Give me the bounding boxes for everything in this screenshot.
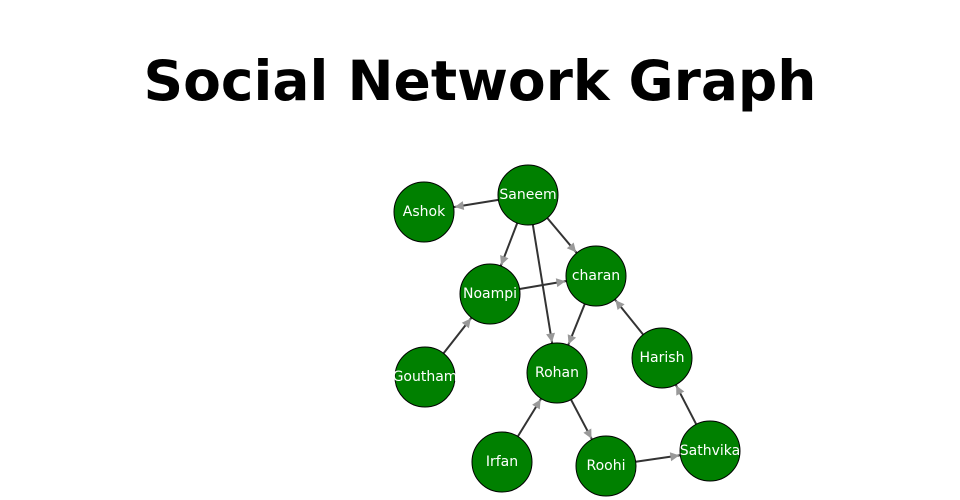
arrowhead-charan-rohan [567, 334, 577, 345]
arrowhead-harish-charan [615, 300, 625, 310]
node-saneem[interactable]: Saneem [497, 164, 559, 226]
node-goutham[interactable]: Goutham [393, 346, 458, 408]
node-circle[interactable] [679, 420, 741, 482]
arrowhead-noampi-charan [555, 278, 566, 288]
node-circle[interactable] [471, 431, 533, 493]
arrowhead-rohan-roohi [583, 428, 592, 439]
node-label: Roohi [587, 458, 626, 474]
node-circle[interactable] [565, 245, 627, 307]
node-label: charan [572, 268, 620, 284]
page-title: Social Network Graph [143, 49, 817, 113]
node-label: Sathvika [680, 443, 740, 459]
node-ashok[interactable]: Ashok [393, 181, 455, 243]
node-circle[interactable] [575, 435, 637, 497]
node-label: Noampi [463, 286, 517, 302]
arrowhead-sathvika-harish [676, 385, 685, 396]
node-harish[interactable]: Harish [631, 327, 693, 389]
node-sathvika[interactable]: Sathvika [679, 420, 741, 482]
node-label: Rohan [535, 365, 579, 381]
edge-saneem-rohan [531, 224, 554, 344]
arrows-layer [454, 201, 685, 462]
node-circle[interactable] [393, 181, 455, 243]
node-circle[interactable] [631, 327, 693, 389]
arrowhead-irfan-rohan [532, 399, 541, 410]
arrowhead-saneem-rohan [546, 332, 555, 343]
node-label: Ashok [403, 204, 446, 220]
arrowhead-saneem-noampi [500, 255, 509, 266]
node-roohi[interactable]: Roohi [575, 435, 637, 497]
arrowhead-roohi-sathvika [669, 452, 680, 462]
arrowhead-goutham-noampi [461, 318, 471, 329]
node-label: Harish [640, 350, 685, 366]
node-circle[interactable] [459, 263, 521, 325]
node-charan[interactable]: charan [565, 245, 627, 307]
node-circle[interactable] [526, 342, 588, 404]
node-label: Irfan [486, 454, 518, 470]
node-label: Goutham [393, 369, 458, 385]
arrowhead-saneem-charan [566, 242, 577, 253]
node-irfan[interactable]: Irfan [471, 431, 533, 493]
node-label: Saneem [499, 187, 556, 203]
node-circle[interactable] [394, 346, 456, 408]
node-circle[interactable] [497, 164, 559, 226]
node-rohan[interactable]: Rohan [526, 342, 588, 404]
node-noampi[interactable]: Noampi [459, 263, 521, 325]
arrowhead-saneem-ashok [454, 201, 465, 210]
